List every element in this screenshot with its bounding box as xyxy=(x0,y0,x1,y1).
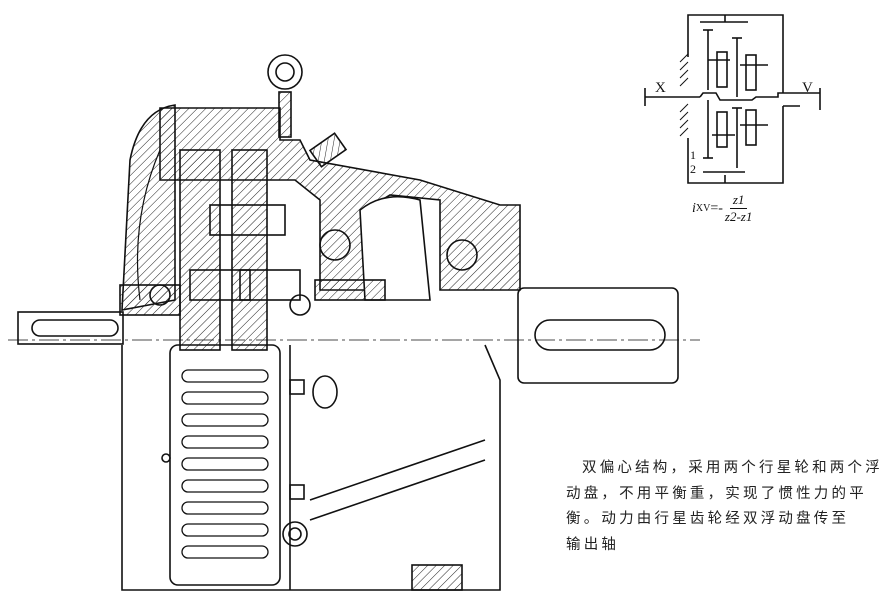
caption-line: 双偏心结构，采用两个行星轮和两个浮 xyxy=(582,460,883,476)
caption-line: 输出轴 xyxy=(566,536,620,553)
gear-label-1: 1 xyxy=(690,148,696,162)
kinematic-schematic xyxy=(644,14,821,184)
bearing-ball xyxy=(319,229,351,261)
formula-fraction: z1 z2-z1 xyxy=(725,192,752,225)
formula-equals: =- xyxy=(710,200,723,216)
output-shaft-label: V xyxy=(802,80,813,96)
formula-numerator: z1 xyxy=(729,192,748,209)
gear-label-2: 2 xyxy=(690,162,696,176)
lifting-eye xyxy=(267,54,303,90)
input-shaft xyxy=(17,311,124,345)
caption: 双偏心结构，采用两个行星轮和两个浮 动盘，不用平衡重，实现了惯性力的平 衡。动力… xyxy=(566,456,884,558)
reducer-section-view xyxy=(8,54,700,591)
input-shaft-label: X xyxy=(655,80,666,96)
caption-line: 衡。动力由行星齿轮经双浮动盘传至 xyxy=(566,511,850,527)
ratio-formula: i XV =- z1 z2-z1 xyxy=(692,192,752,225)
formula-symbol: i xyxy=(692,200,696,216)
caption-line: 动盘，不用平衡重，实现了惯性力的平 xyxy=(566,485,867,502)
formula-denominator: z2-z1 xyxy=(724,209,753,224)
bearing-ball xyxy=(446,239,478,271)
formula-subscript: XV xyxy=(695,203,711,214)
output-shaft xyxy=(517,287,679,384)
